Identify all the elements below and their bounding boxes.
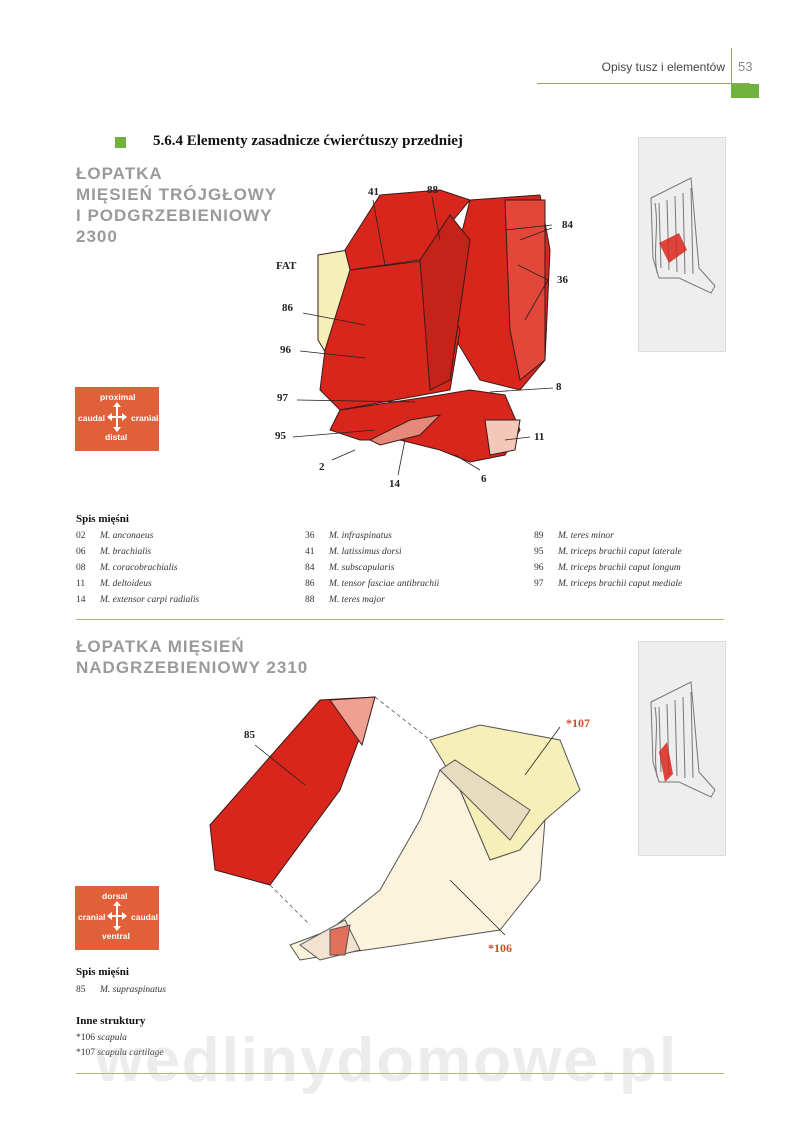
callout-label: 85 xyxy=(244,729,255,741)
running-title: Opisy tusz i elementów xyxy=(560,60,725,74)
callout-label: 97 xyxy=(277,392,288,404)
callout-label: 84 xyxy=(562,219,573,231)
callout-label: 41 xyxy=(368,186,379,198)
page-number: 53 xyxy=(738,59,752,74)
part2-title: ŁOPATKA MIĘSIEŃ NADGRZEBIENIOWY 2310 xyxy=(76,636,308,678)
orient-top: dorsal xyxy=(102,891,128,901)
part1-title-line: 2300 xyxy=(76,226,277,247)
orientation-box-1: proximal caudal cranial distal xyxy=(75,387,159,451)
callout-label: 96 xyxy=(280,344,291,356)
callout-label: *106 xyxy=(488,941,512,956)
shoulder-muscle-illustration xyxy=(265,180,595,500)
orientation-box-2: dorsal cranial caudal ventral xyxy=(75,886,159,950)
part1-title: ŁOPATKA MIĘSIEŃ TRÓJGŁOWY I PODGRZEBIENI… xyxy=(76,163,277,247)
orient-right: cranial xyxy=(131,413,158,423)
callout-label: 8 xyxy=(556,381,562,393)
orient-right: caudal xyxy=(131,912,158,922)
orient-bottom: ventral xyxy=(102,931,130,941)
header-rule xyxy=(537,83,750,84)
scapula-illustration xyxy=(200,690,600,980)
orient-left: caudal xyxy=(78,413,105,423)
section-title: 5.6.4 Elementy zasadnicze ćwierćtuszy pr… xyxy=(153,133,463,150)
callout-label: 2 xyxy=(319,461,325,473)
orient-bottom: distal xyxy=(105,432,127,442)
carcass-locator-thumbnail-2 xyxy=(638,641,726,856)
callout-label: *107 xyxy=(566,716,590,731)
orient-left: cranial xyxy=(78,912,105,922)
callout-label: FAT xyxy=(276,260,296,272)
callout-label: 95 xyxy=(275,430,286,442)
section-bullet xyxy=(115,137,126,148)
muscle-list-heading-2: Spis mięśni xyxy=(76,966,129,978)
part1-title-line: I PODGRZEBIENIOWY xyxy=(76,205,277,226)
part2-title-line: ŁOPATKA MIĘSIEŃ xyxy=(76,636,308,657)
callout-label: 14 xyxy=(389,478,400,490)
part1-title-line: MIĘSIEŃ TRÓJGŁOWY xyxy=(76,184,277,205)
callout-label: 88 xyxy=(427,184,438,196)
callout-label: 11 xyxy=(534,431,544,443)
callout-label: 36 xyxy=(557,274,568,286)
part2-title-line: NADGRZEBIENIOWY 2310 xyxy=(76,657,308,678)
carcass-diagram-icon xyxy=(639,642,725,855)
orient-top: proximal xyxy=(100,392,135,402)
callout-label: 6 xyxy=(481,473,487,485)
carcass-locator-thumbnail-1 xyxy=(638,137,726,352)
cross-arrows-icon xyxy=(107,901,127,931)
watermark: wedlinydomowe.pl xyxy=(95,1025,678,1096)
callout-label: 86 xyxy=(282,302,293,314)
cross-arrows-icon xyxy=(107,402,127,432)
muscle-list-heading-1: Spis mięśni xyxy=(76,513,129,525)
header-divider xyxy=(731,48,732,84)
carcass-diagram-icon xyxy=(639,138,725,351)
section-divider xyxy=(76,619,724,620)
header-accent-tab xyxy=(731,84,759,98)
part1-title-line: ŁOPATKA xyxy=(76,163,277,184)
